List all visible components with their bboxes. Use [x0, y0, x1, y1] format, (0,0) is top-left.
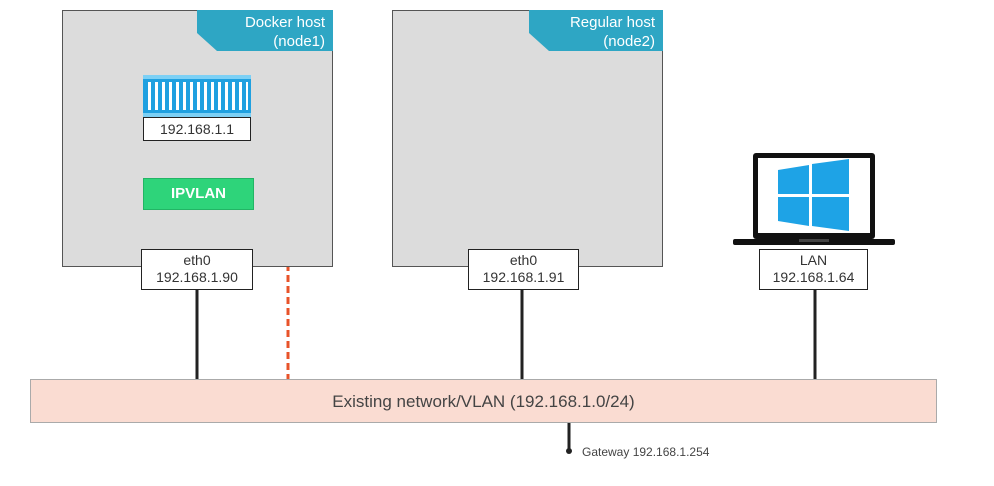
node1-eth0-box: eth0 192.168.1.90	[141, 249, 253, 290]
gateway-label: Gateway 192.168.1.254	[582, 445, 710, 459]
laptop-lan-box: LAN 192.168.1.64	[759, 249, 868, 290]
node1-eth0-name: eth0	[183, 252, 211, 268]
laptop	[733, 152, 895, 249]
regular-host-box	[392, 10, 663, 267]
node2-eth0-name: eth0	[509, 252, 538, 268]
container-icon	[143, 75, 251, 117]
node2-eth0-ip: 192.168.1.91	[482, 269, 565, 285]
node1-eth0-ip: 192.168.1.90	[156, 269, 238, 285]
docker-host-tag: Docker host (node1)	[197, 10, 333, 51]
container-ip-box: 192.168.1.1	[143, 117, 251, 141]
laptop-lan-ip: 192.168.1.64	[772, 269, 855, 285]
shipping-container-icon	[143, 75, 251, 117]
windows-laptop-icon	[733, 153, 895, 245]
node2-eth0-box: eth0 192.168.1.91	[468, 249, 579, 290]
regular-host-title: Regular host	[569, 14, 655, 31]
container-ip: 192.168.1.1	[160, 121, 234, 137]
laptop-lan-name: LAN	[799, 252, 828, 268]
existing-network-bar: Existing network/VLAN (192.168.1.0/24)	[30, 379, 937, 423]
regular-host-subtitle: (node2)	[603, 33, 655, 50]
windows-logo-icon	[778, 159, 849, 231]
docker-host-title: Docker host	[244, 14, 325, 31]
docker-host-subtitle: (node1)	[273, 33, 325, 50]
gateway-dot	[566, 448, 572, 454]
ipvlan-driver: IPVLAN	[143, 178, 254, 210]
regular-host-tag: Regular host (node2)	[529, 10, 663, 51]
